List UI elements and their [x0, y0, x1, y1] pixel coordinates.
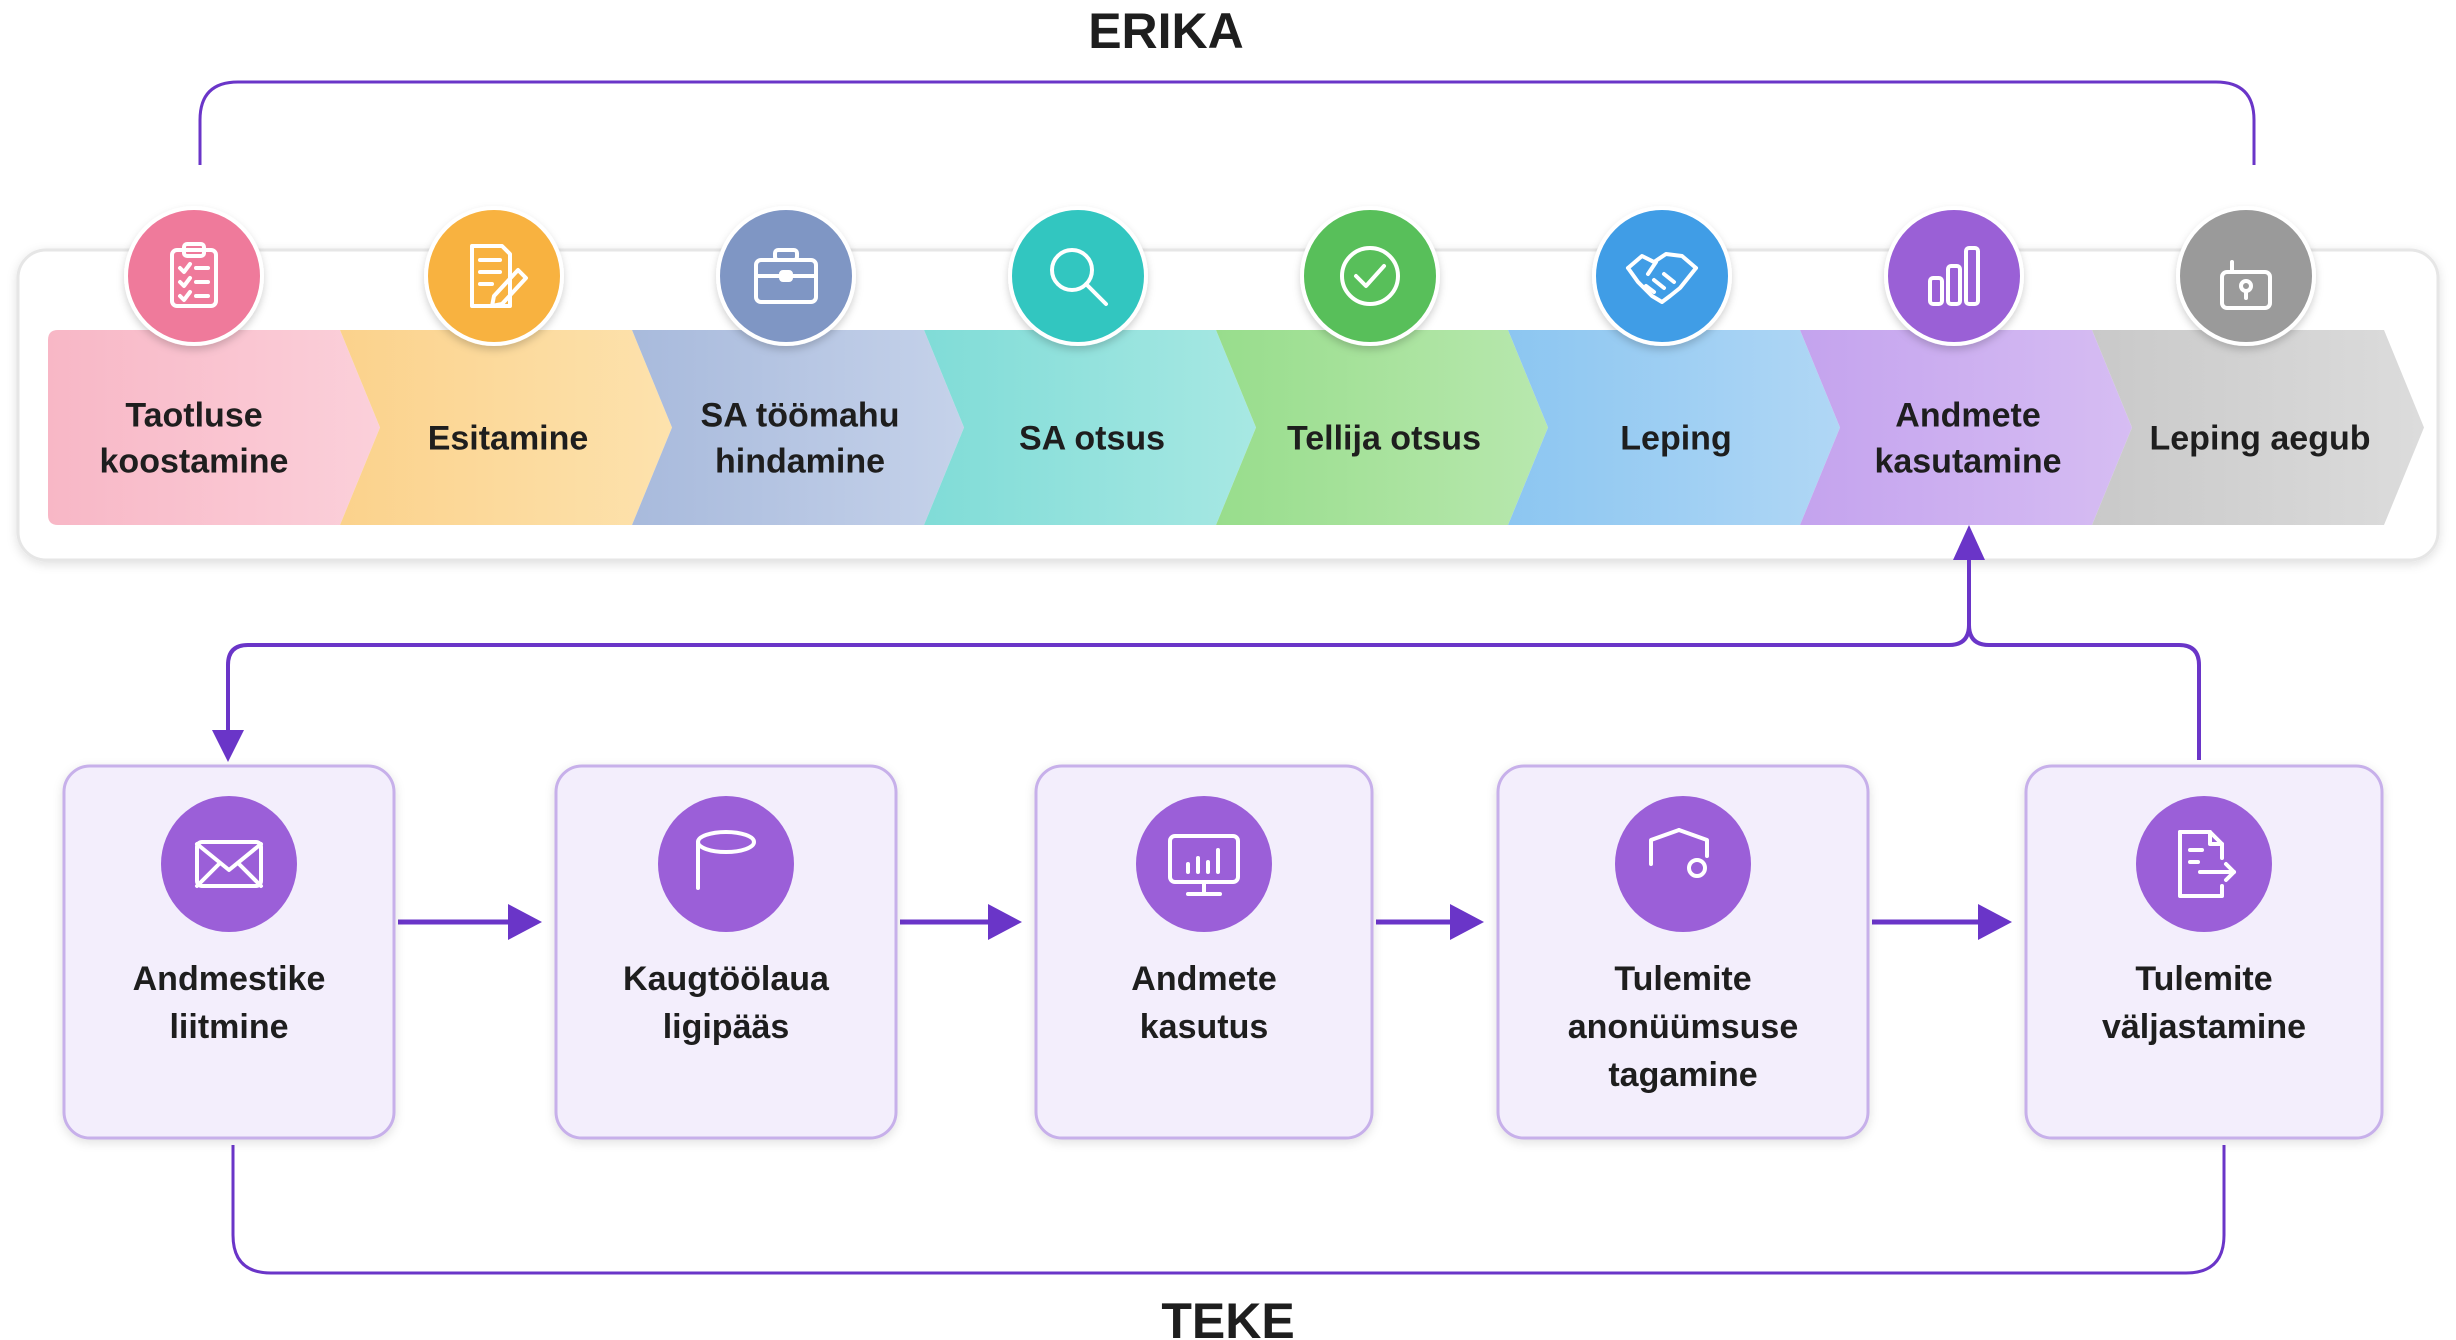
process-arrows — [398, 904, 2012, 940]
process-label-tulemite-anonuumsus: Tulemite — [1614, 960, 1751, 998]
briefcase-icon — [754, 248, 818, 304]
teke-title: TEKE — [1161, 1293, 1294, 1340]
magnifier-icon — [1050, 248, 1108, 306]
arrowhead-down-andmestike — [212, 730, 244, 762]
icon-circle-sa-otsus — [1008, 206, 1148, 346]
icon-circle-leping — [1592, 206, 1732, 346]
handshake-icon — [1626, 252, 1698, 304]
monitor-chart-icon — [1168, 834, 1240, 896]
arrowhead-up-andmete-kasutamine — [1953, 525, 1985, 560]
bar-chart-icon — [1928, 246, 1980, 306]
process-box-andmete-kasutus — [1034, 764, 1374, 1140]
process-arrowhead — [508, 904, 542, 940]
pipeline-bands — [48, 330, 2424, 525]
chevron-leping-aegub — [2092, 330, 2424, 525]
process-arrowhead — [1450, 904, 1484, 940]
process-icon-circle-kaugtoolaua-ligipaas — [658, 796, 794, 932]
icon-circle-esitamine — [424, 206, 564, 346]
icon-circle-andmete-kasutamine — [1884, 206, 2024, 346]
padlock-icon — [2220, 260, 2272, 310]
process-label-andmete-kasutus: Andmete — [1131, 960, 1276, 998]
process-label-tulemite-valjastamine: Tulemite — [2135, 960, 2272, 998]
step-label-sa-toomahu: SA töömahu — [701, 397, 900, 435]
icon-circle-tellija-otsus — [1300, 206, 1440, 346]
step-label-andmete-kasutamine: Andmete — [1895, 397, 2040, 435]
process-box-tulemite-anonuumsus — [1496, 764, 1870, 1140]
envelope-icon — [195, 840, 263, 888]
process-label-andmestike-liitmine: liitmine — [169, 1008, 288, 1046]
step-label-sa-otsus: SA otsus — [1019, 420, 1165, 458]
step-label-leping: Leping — [1620, 420, 1731, 458]
shield-user-icon — [1649, 828, 1709, 878]
database-icon — [696, 830, 756, 890]
chevron-taotlus — [48, 330, 380, 525]
process-label-kaugtoolaua-ligipaas: Kaugtöölaua — [623, 960, 830, 998]
erika-title: ERIKA — [1088, 3, 1244, 59]
document-export-icon — [2178, 830, 2236, 898]
process-box-andmestike-liitmine — [62, 764, 396, 1140]
process-arrowhead — [988, 904, 1022, 940]
chevron-andmete-kasutamine — [1800, 330, 2132, 525]
teke-bracket — [231, 1145, 2226, 1275]
step-label-esitamine: Esitamine — [428, 420, 589, 458]
checkmark-circle-icon — [1340, 246, 1400, 306]
document-pencil-icon — [470, 244, 528, 308]
feedback-connector — [226, 545, 2201, 760]
process-steps: Andmestike liitmine Kaugtöölaua ligipääs And… — [62, 764, 2384, 1140]
icon-circle-taotlus — [124, 206, 264, 346]
chevron-esitamine — [340, 330, 672, 525]
process-icon-circle-tulemite-anonuumsus — [1615, 796, 1751, 932]
step-label-leping-aegub: Leping aegub — [2150, 420, 2371, 458]
chevron-leping — [1508, 330, 1840, 525]
clipboard-checklist-icon — [170, 242, 218, 308]
step-label-tellija-otsus: Tellija otsus — [1287, 420, 1481, 458]
chevron-sa-toomahu — [632, 330, 964, 525]
chevron-tellija-otsus — [1216, 330, 1548, 525]
process-icon-circle-andmestike-liitmine — [161, 796, 297, 932]
process-label-andmete-kasutus: kasutus — [1140, 1008, 1269, 1046]
step-label-taotlus: koostamine — [100, 443, 289, 481]
chevron-sa-otsus — [924, 330, 1256, 525]
step-label-andmete-kasutamine: kasutamine — [1874, 443, 2061, 481]
process-label-tulemite-valjastamine: väljastamine — [2102, 1008, 2306, 1046]
process-label-tulemite-anonuumsus: tagamine — [1608, 1056, 1757, 1094]
process-box-kaugtoolaua-ligipaas — [554, 764, 898, 1140]
process-arrowhead — [1978, 904, 2012, 940]
process-label-tulemite-anonuumsus: anonüümsuse — [1568, 1008, 1798, 1046]
erika-bracket — [198, 80, 2256, 165]
process-icon-circle-andmete-kasutus — [1136, 796, 1272, 932]
process-label-kaugtoolaua-ligipaas: ligipääs — [663, 1008, 790, 1046]
icon-circle-leping-aegub — [2176, 206, 2316, 346]
pipeline-labels: Taotluse koostamine Esitamine SA töömahu hin… — [100, 397, 2371, 481]
step-label-sa-toomahu: hindamine — [715, 443, 885, 481]
pipeline-icons — [124, 206, 2316, 346]
process-box-tulemite-valjastamine — [2024, 764, 2384, 1140]
process-label-andmestike-liitmine: Andmestike — [133, 960, 326, 998]
process-icon-circle-tulemite-valjastamine — [2136, 796, 2272, 932]
step-label-taotlus: Taotluse — [125, 397, 262, 435]
